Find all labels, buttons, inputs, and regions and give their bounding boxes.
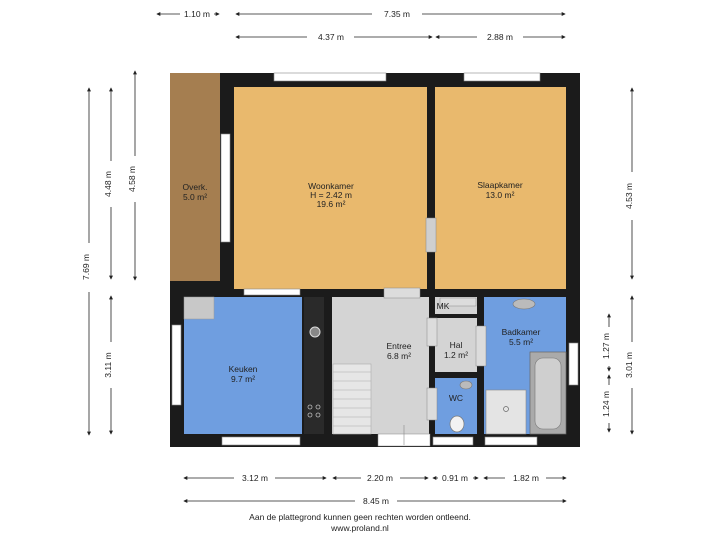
- window-woon-top: [273, 72, 387, 82]
- window-bad-bottom: [484, 436, 538, 446]
- door-entree-hal: [426, 317, 438, 347]
- label-woonkamer-name: Woonkamer: [308, 181, 354, 191]
- door-entree-wc: [426, 387, 438, 421]
- label-slaapkamer-name: Slaapkamer: [477, 180, 523, 190]
- dim-bottom-total: 8.45 m: [363, 496, 389, 506]
- wc-sink-icon: [459, 380, 473, 390]
- dim-right-1: 4.53 m: [624, 183, 634, 209]
- window-keuken-top: [243, 288, 301, 296]
- label-overk-area: 5.0 m²: [183, 192, 207, 202]
- label-wc: WC: [449, 393, 463, 403]
- dim-top-3: 4.37 m: [318, 32, 344, 42]
- label-mk: MK: [437, 301, 450, 311]
- window-wc-bottom: [432, 436, 474, 446]
- shower-icon: [485, 389, 527, 435]
- bath-sink-icon: [512, 298, 536, 310]
- dim-bottom-2: 2.20 m: [367, 473, 393, 483]
- door-woon-entree: [383, 287, 421, 299]
- stove-icon: [307, 404, 321, 418]
- label-woonkamer-area: 19.6 m²: [317, 199, 346, 209]
- dim-top-1: 1.10 m: [184, 9, 210, 19]
- label-entree-name: Entree: [386, 341, 411, 351]
- bathtub-icon: [529, 351, 567, 435]
- dim-right-3: 1.27 m: [601, 333, 611, 359]
- sink-icon: [309, 326, 321, 338]
- dim-top-2: 7.35 m: [384, 9, 410, 19]
- room-slaapkamer: [435, 87, 566, 289]
- label-keuken-name: Keuken: [229, 364, 258, 374]
- dim-right-2: 3.01 m: [624, 352, 634, 378]
- label-keuken-area: 9.7 m²: [231, 374, 255, 384]
- dim-left-2: 4.48 m: [103, 171, 113, 197]
- kitchen-cabinet: [183, 296, 215, 320]
- website-link[interactable]: www.proland.nl: [331, 523, 389, 533]
- room-hal: [435, 318, 477, 372]
- dim-bottom-3: 0.91 m: [442, 473, 468, 483]
- window-bad-right: [568, 342, 579, 386]
- dim-left-1: 7.69 m: [81, 254, 91, 280]
- window-woon-left: [220, 133, 231, 243]
- stairs: [332, 363, 372, 435]
- window-slaap-top: [463, 72, 541, 82]
- room-keuken: [184, 297, 302, 434]
- door-hal-bad: [475, 325, 487, 367]
- kitchen-counter: [304, 297, 324, 434]
- window-keuken-bottom: [221, 436, 301, 446]
- label-slaapkamer-area: 13.0 m²: [486, 190, 515, 200]
- toilet-icon: [449, 415, 465, 433]
- label-woonkamer-height: H = 2.42 m: [310, 190, 352, 200]
- label-hal-name: Hal: [450, 340, 463, 350]
- dim-bottom-1: 3.12 m: [242, 473, 268, 483]
- label-badkamer-area: 5.5 m²: [509, 337, 533, 347]
- room-woonkamer: [234, 87, 427, 289]
- dim-right-4: 1.24 m: [601, 391, 611, 417]
- dim-left-4: 3.11 m: [103, 352, 113, 377]
- dim-bottom-4: 1.82 m: [513, 473, 539, 483]
- door-mk: [439, 297, 477, 307]
- label-badkamer-name: Badkamer: [502, 327, 541, 337]
- room-overk: [170, 73, 220, 281]
- dim-left-3: 4.58 m: [127, 166, 137, 192]
- window-keuken-left: [171, 324, 182, 406]
- label-entree-area: 6.8 m²: [387, 351, 411, 361]
- label-hal-area: 1.2 m²: [444, 350, 468, 360]
- dim-top-4: 2.88 m: [487, 32, 513, 42]
- dimension-lines: 1.10 m 7.35 m 4.37 m 2.88 m 7.69 m 4.48 …: [81, 9, 634, 506]
- disclaimer-text: Aan de plattegrond kunnen geen rechten w…: [249, 512, 471, 522]
- label-overk-name: Overk.: [182, 182, 207, 192]
- door-woon-slaap: [425, 217, 437, 253]
